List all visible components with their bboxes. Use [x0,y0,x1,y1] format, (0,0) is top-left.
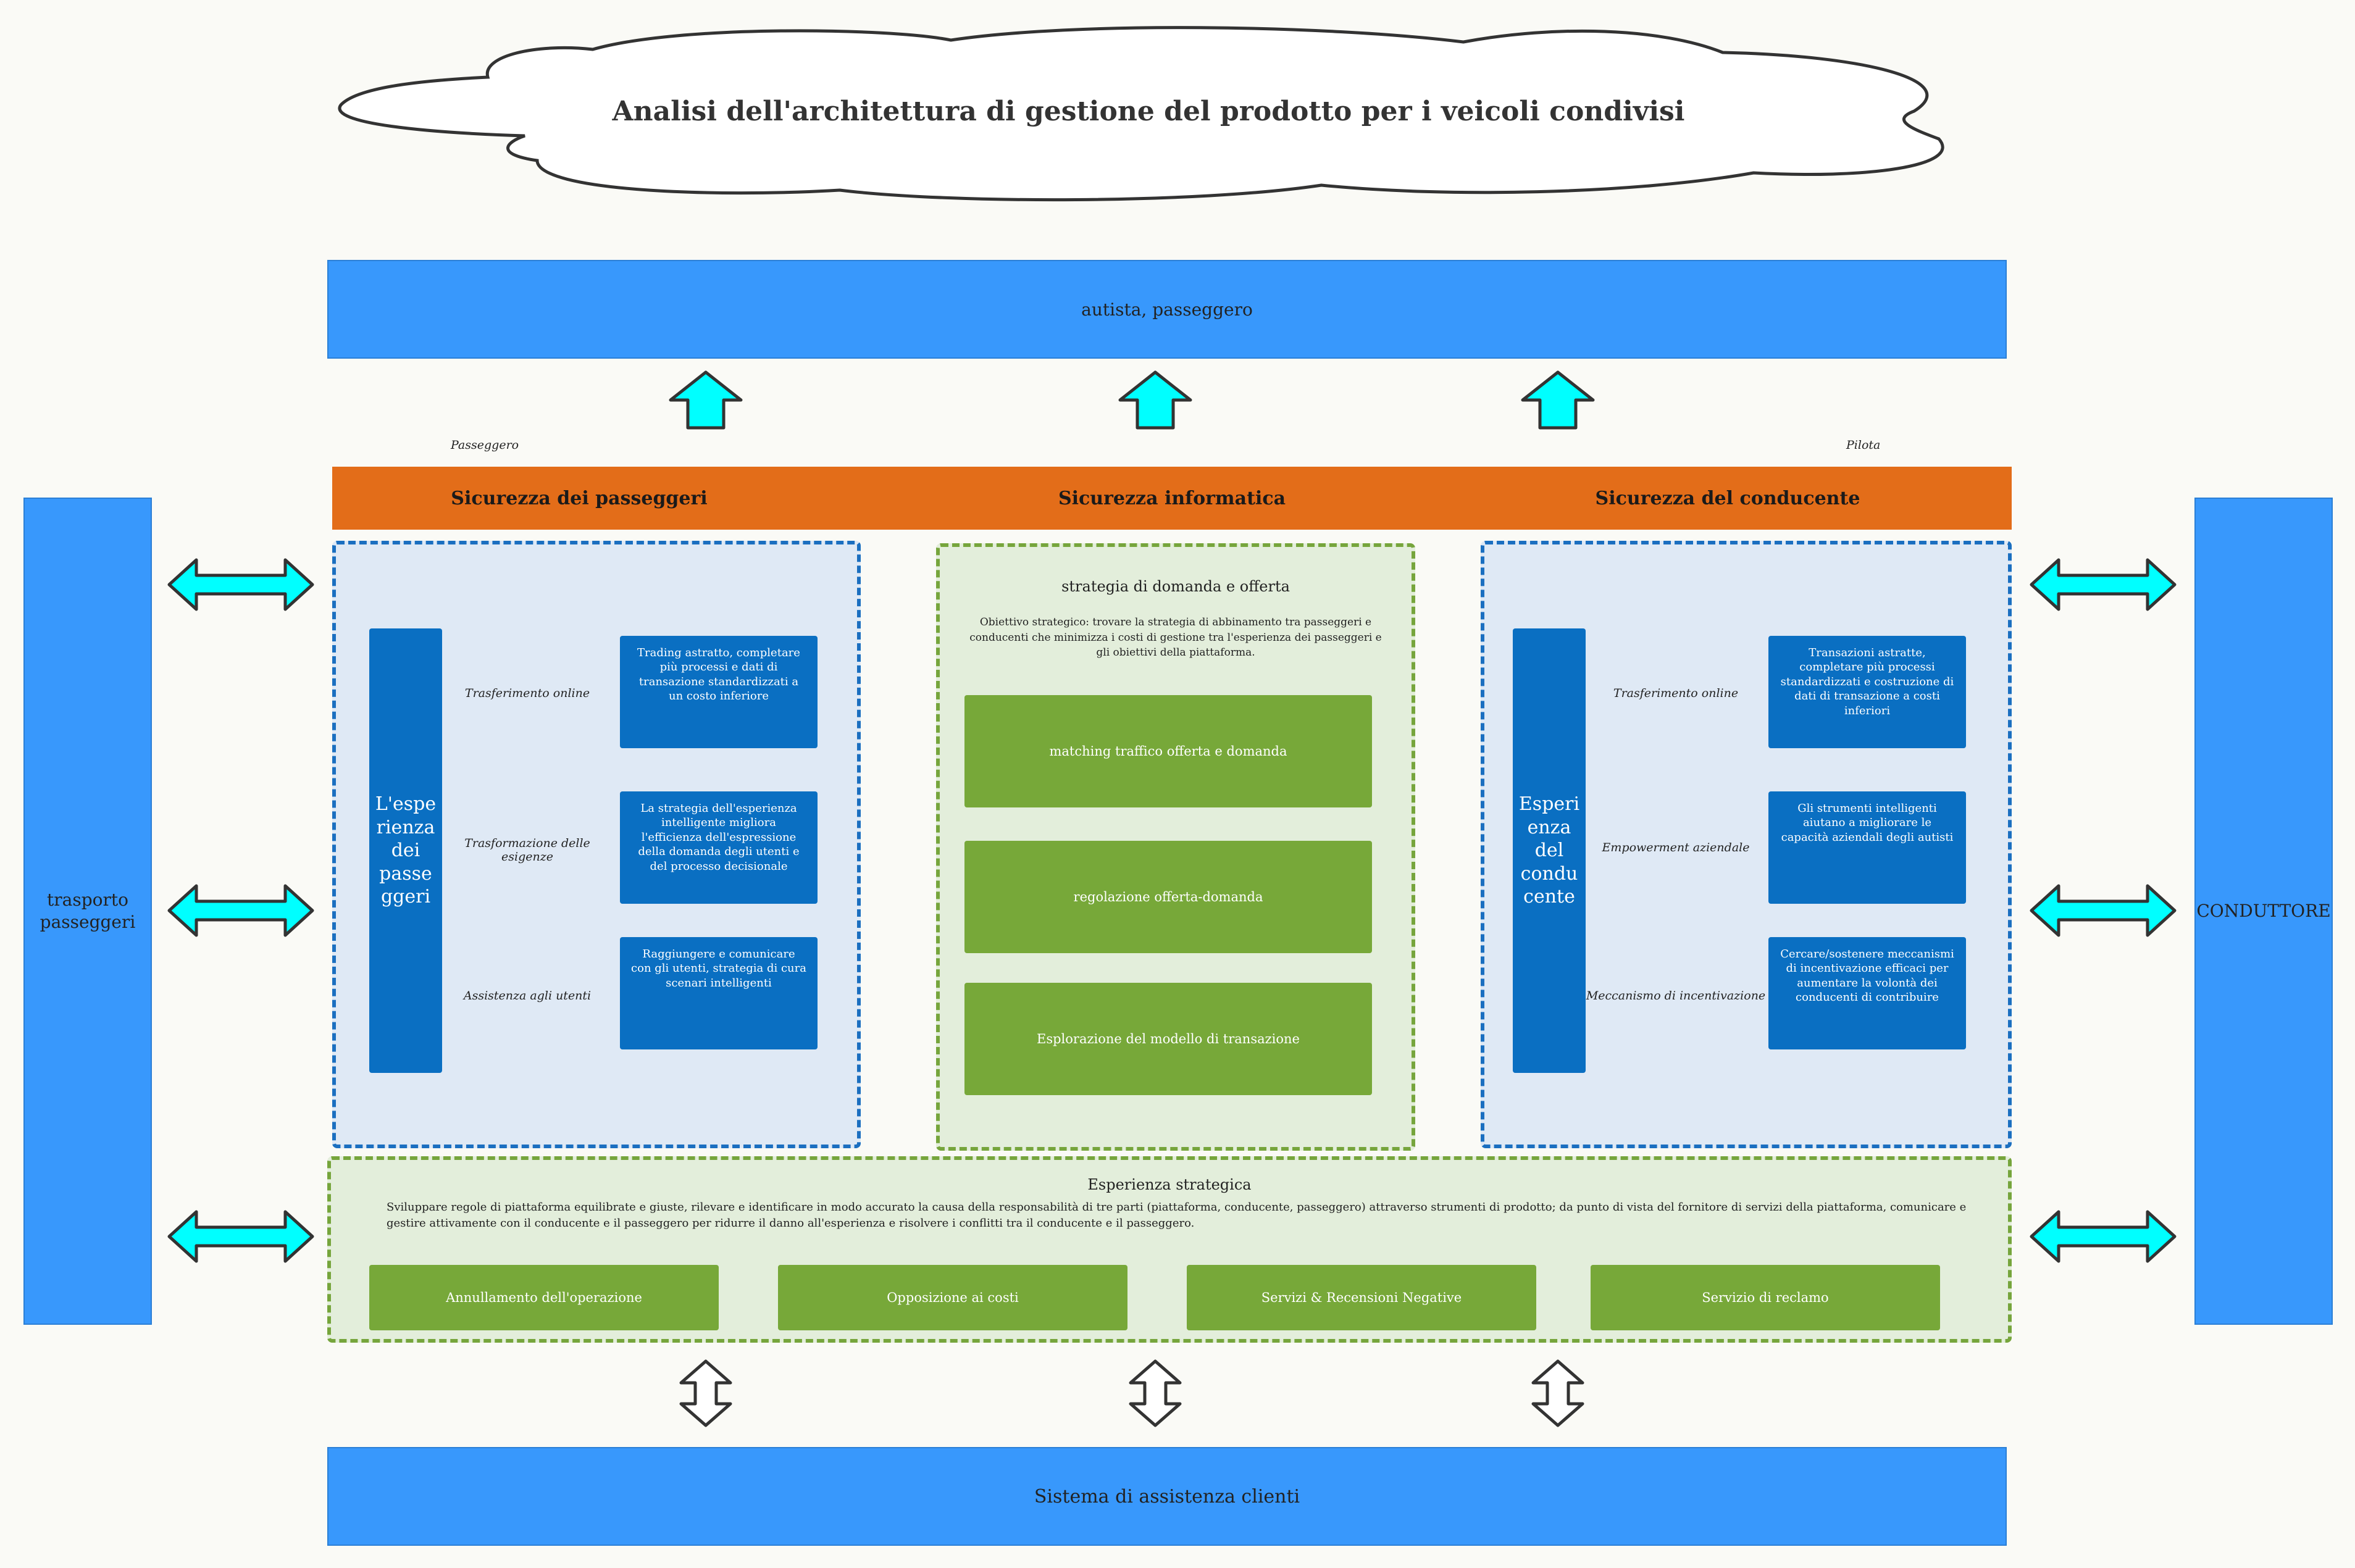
supply-demand-strategy-panel: strategia di domanda e offerta Obiettivo… [936,543,1415,1151]
header-driver-security: Sicurezza del conducente [1595,487,1860,509]
driver-experience-panel: Esperi enza del condu cente Trasferiment… [1481,541,2012,1148]
double-arrow-icon [167,558,314,611]
left-side-passenger-transport: trasporto passeggeri [23,498,152,1325]
up-arrow-icon [1118,370,1192,430]
double-arrow-icon [167,1210,314,1263]
info-box: Trading astratto, completare più process… [620,636,818,748]
row-label: Trasferimento online [464,686,590,700]
vertical-double-arrow-icon [1531,1359,1584,1427]
strategic-experience-panel: Esperienza strategica Sviluppare regole … [327,1156,2012,1343]
row-label: Empowerment aziendale [1602,841,1750,854]
top-bar-driver-passenger: autista, passeggero [327,260,2007,359]
vertical-double-arrow-icon [679,1359,732,1427]
pilot-label: Pilota [1846,438,1881,452]
right-side-driver: CONDUTTORE [2194,498,2333,1325]
info-box: Gli strumenti intelligenti aiutano a mig… [1768,791,1966,904]
double-arrow-icon [2030,884,2177,937]
strategy-description: Obiettivo strategico: trovare la strateg… [969,616,1382,659]
strategy-title: strategia di domanda e offerta [1061,578,1290,595]
double-arrow-icon [2030,1210,2177,1263]
up-arrow-icon [1521,370,1595,430]
double-arrow-icon [167,884,314,937]
strategy-button-exploration[interactable]: Esplorazione del modello di transazione [964,983,1372,1095]
passenger-experience-panel: L'espe rienza dei passe ggeri Trasferime… [332,541,861,1148]
experience-button-negative-reviews[interactable]: Servizi & Recensioni Negative [1187,1265,1536,1330]
double-arrow-icon [2030,558,2177,611]
row-label: Meccanismo di incentivazione [1586,989,1766,1003]
driver-experience-tab: Esperi enza del condu cente [1513,628,1586,1073]
strategy-button-regulation[interactable]: regolazione offerta-domanda [964,841,1372,953]
page-title: Analisi dell'architettura di gestione de… [612,95,1685,127]
vertical-double-arrow-icon [1129,1359,1182,1427]
title-cloud-shape [338,26,1944,202]
info-box: La strategia dell'esperienza intelligent… [620,791,818,904]
header-passenger-security: Sicurezza dei passeggeri [451,487,708,509]
experience-button-cancellation[interactable]: Annullamento dell'operazione [369,1265,719,1330]
info-box: Raggiungere e comunicare con gli utenti,… [620,937,818,1049]
info-box: Cercare/sostenere meccanismi di incentiv… [1768,937,1966,1049]
bottom-bar-customer-support: Sistema di assistenza clienti [327,1447,2007,1546]
experience-description: Sviluppare regole di piattaforma equilib… [387,1201,1967,1230]
strategy-button-matching[interactable]: matching traffico offerta e domanda [964,695,1372,807]
experience-button-complaint-service[interactable]: Servizio di reclamo [1591,1265,1940,1330]
header-it-security: Sicurezza informatica [1058,487,1286,509]
up-arrow-icon [669,370,743,430]
row-label: Trasformazione delle esigenze [464,836,590,864]
row-label: Trasferimento online [1613,686,1739,700]
experience-title: Esperienza strategica [1087,1176,1252,1193]
passenger-experience-tab: L'espe rienza dei passe ggeri [369,628,442,1073]
row-label: Assistenza agli utenti [463,989,592,1003]
info-box: Transazioni astratte, completare più pro… [1768,636,1966,748]
security-header-bar: Sicurezza dei passeggeri Sicurezza infor… [332,467,2012,530]
experience-button-cost-dispute[interactable]: Opposizione ai costi [778,1265,1127,1330]
passenger-label: Passeggero [451,438,519,452]
